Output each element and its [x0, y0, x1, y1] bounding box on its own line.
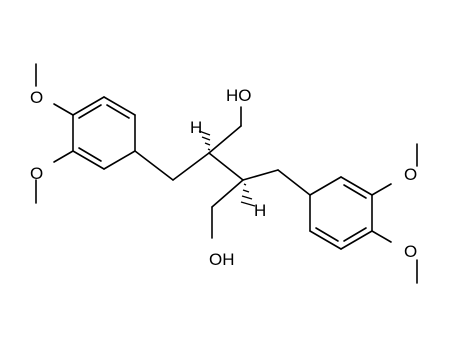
left-methoxy-groups	[35, 63, 74, 204]
right-methoxy-groups	[371, 143, 418, 284]
stereo-hash-bond-top	[198, 130, 211, 151]
methoxy-oxygen-upper-left: O	[30, 88, 43, 107]
right-benzene-ring	[309, 176, 373, 250]
methoxy-oxygen-upper-right: O	[404, 165, 417, 184]
hydroxyl-group-top: HO	[226, 86, 252, 105]
hydroxyl-group-bottom: OH	[209, 250, 235, 269]
carbon-chain	[134, 106, 311, 239]
methoxy-oxygen-lower-left: O	[30, 164, 43, 183]
stereo-hydrogen-bottom: H	[254, 201, 266, 220]
stereo-hydrogen-top: H	[190, 118, 202, 137]
left-benzene-ring	[72, 96, 136, 170]
stereo-hash-bond-bottom	[240, 183, 256, 207]
methoxy-oxygen-lower-right: O	[404, 242, 417, 261]
